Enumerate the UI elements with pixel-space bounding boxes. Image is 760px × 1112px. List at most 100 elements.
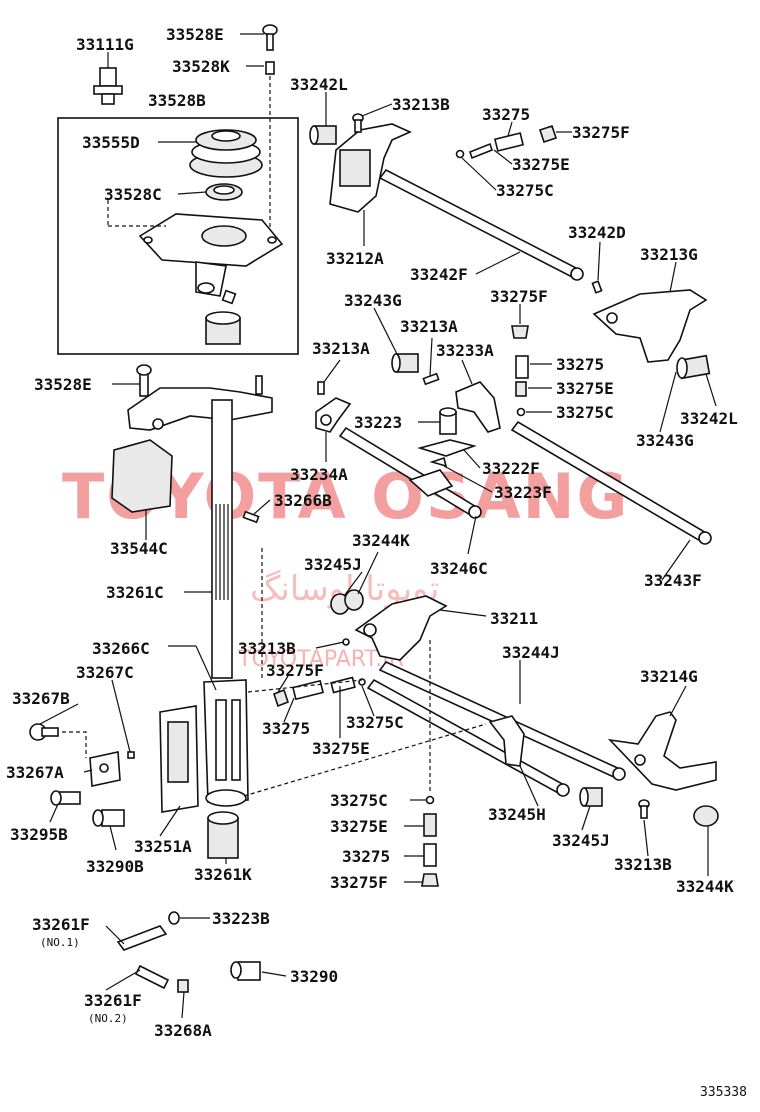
detent-bottom-part [421,640,439,887]
label-33213B-bot: 33213B [614,855,672,874]
label-33261F-no2: 33261F [84,991,142,1010]
label-33275E-mid: 33275E [556,379,614,398]
fork-33213G-part [592,289,708,363]
label-33212A: 33212A [326,249,384,268]
pad-part [111,439,173,513]
small-ball-part [127,751,135,759]
bushing-33244K-bot-part [693,805,719,827]
label-33213A-a: 33213A [400,317,458,336]
label-33242D: 33242D [568,223,626,242]
label-33275F-mid: 33275F [490,287,548,306]
label-33275E-bot: 33275E [330,817,388,836]
pin-33242D-part [591,280,603,294]
label-33242L-mid: 33242L [680,409,738,428]
label-33243F: 33243F [644,571,702,590]
clip-33223F-part [429,456,448,468]
seal-ring-part [205,183,243,201]
label-33275-bot: 33275 [342,847,390,866]
spring-33268A-part [177,979,189,993]
bracket-33267A-part [89,751,121,787]
label-no1: (NO.1) [40,936,80,949]
shaft-33242F-part [378,168,584,281]
label-33213B-mid: 33213B [238,639,296,658]
selector-part [159,705,199,813]
label-33261F-no1: 33261F [32,915,90,934]
label-33267B: 33267B [12,689,70,708]
label-33246C: 33246C [430,559,488,578]
inner-lever-part [203,679,249,807]
label-33213B-top: 33213B [392,95,450,114]
label-33544C: 33544C [110,539,168,558]
shaft-33245H-part [366,678,570,797]
pin-33261F-no2-part [134,964,170,990]
spring-pin-part [242,510,260,524]
lower-bushing-part [207,811,239,859]
detent-low-part [273,676,366,708]
shaft-33243F-part [510,420,712,545]
bolt-top-part [262,24,278,51]
plate-33222F-part [417,439,477,457]
label-33245J-mid: 33245J [304,555,362,574]
label-33261C: 33261C [106,583,164,602]
label-33223B: 33223B [212,909,270,928]
label-33223F: 33223F [494,483,552,502]
switch-33290-part [230,961,261,981]
label-33223: 33223 [354,413,402,432]
label-33295B: 33295B [10,825,68,844]
detent-mid-part [511,325,529,417]
label-33213A-b: 33213A [312,339,370,358]
bolt-33267B-part [29,723,59,741]
bushing-33242L-mid-part [676,354,711,380]
label-33275-top: 33275 [482,105,530,124]
label-33242L-top: 33242L [290,75,348,94]
label-33528K: 33528K [172,57,230,76]
small-pin-part [221,289,237,305]
pin-33223-part [439,407,457,435]
pin-33213A-left-part [317,381,325,395]
bushing-33242L-top-part [309,125,337,145]
bushing-33245J-bot-part [579,787,603,807]
diagram-code: 335338 [700,1085,747,1100]
label-33213G: 33213G [640,245,698,264]
label-33275C-bot: 33275C [330,791,388,810]
detent-top-part [455,124,558,160]
head-33234A-part [315,397,352,433]
label-33261K: 33261K [194,865,252,884]
label-33234A: 33234A [290,465,348,484]
label-33267C: 33267C [76,663,134,682]
pin-33213A-part [422,372,440,386]
label-33528E-top: 33528E [166,25,224,44]
label-33275E-top: 33275E [512,155,570,174]
housing-plate-part [138,213,284,297]
label-33222F: 33222F [482,459,540,478]
label-33528E-mid: 33528E [34,375,92,394]
label-33290B: 33290B [86,857,144,876]
main-shaft-part [211,399,233,679]
watermark-url: TOYOTAPART.IR [237,647,404,672]
fork-33212A-part [329,123,412,213]
label-33211: 33211 [490,609,538,628]
bolt-33213B-bot-part [638,799,650,819]
label-33267A: 33267A [6,763,64,782]
pin-33261F-no1-part [116,925,168,951]
bushing-33243G-part [391,353,419,373]
oring-33223B-part [168,911,180,925]
label-33214G: 33214G [640,667,698,686]
label-33268A: 33268A [154,1021,212,1040]
label-33275E-low: 33275E [312,739,370,758]
label-33242F: 33242F [410,265,468,284]
label-33244K-bot: 33244K [676,877,734,896]
label-33275F-bot: 33275F [330,873,388,892]
plug-33295B-part [50,790,81,806]
label-33290: 33290 [290,967,338,986]
label-33266B: 33266B [274,491,332,510]
label-33245J-bot: 33245J [552,831,610,850]
label-33275C-low: 33275C [346,713,404,732]
label-33275C-top: 33275C [496,181,554,200]
fork-33211-part [354,595,448,661]
head-33233A-part [455,381,501,433]
label-33245H: 33245H [488,805,546,824]
label-33244K-mid: 33244K [352,531,410,550]
label-33275C-mid: 33275C [556,403,614,422]
shaft-33246C-part [338,426,482,519]
